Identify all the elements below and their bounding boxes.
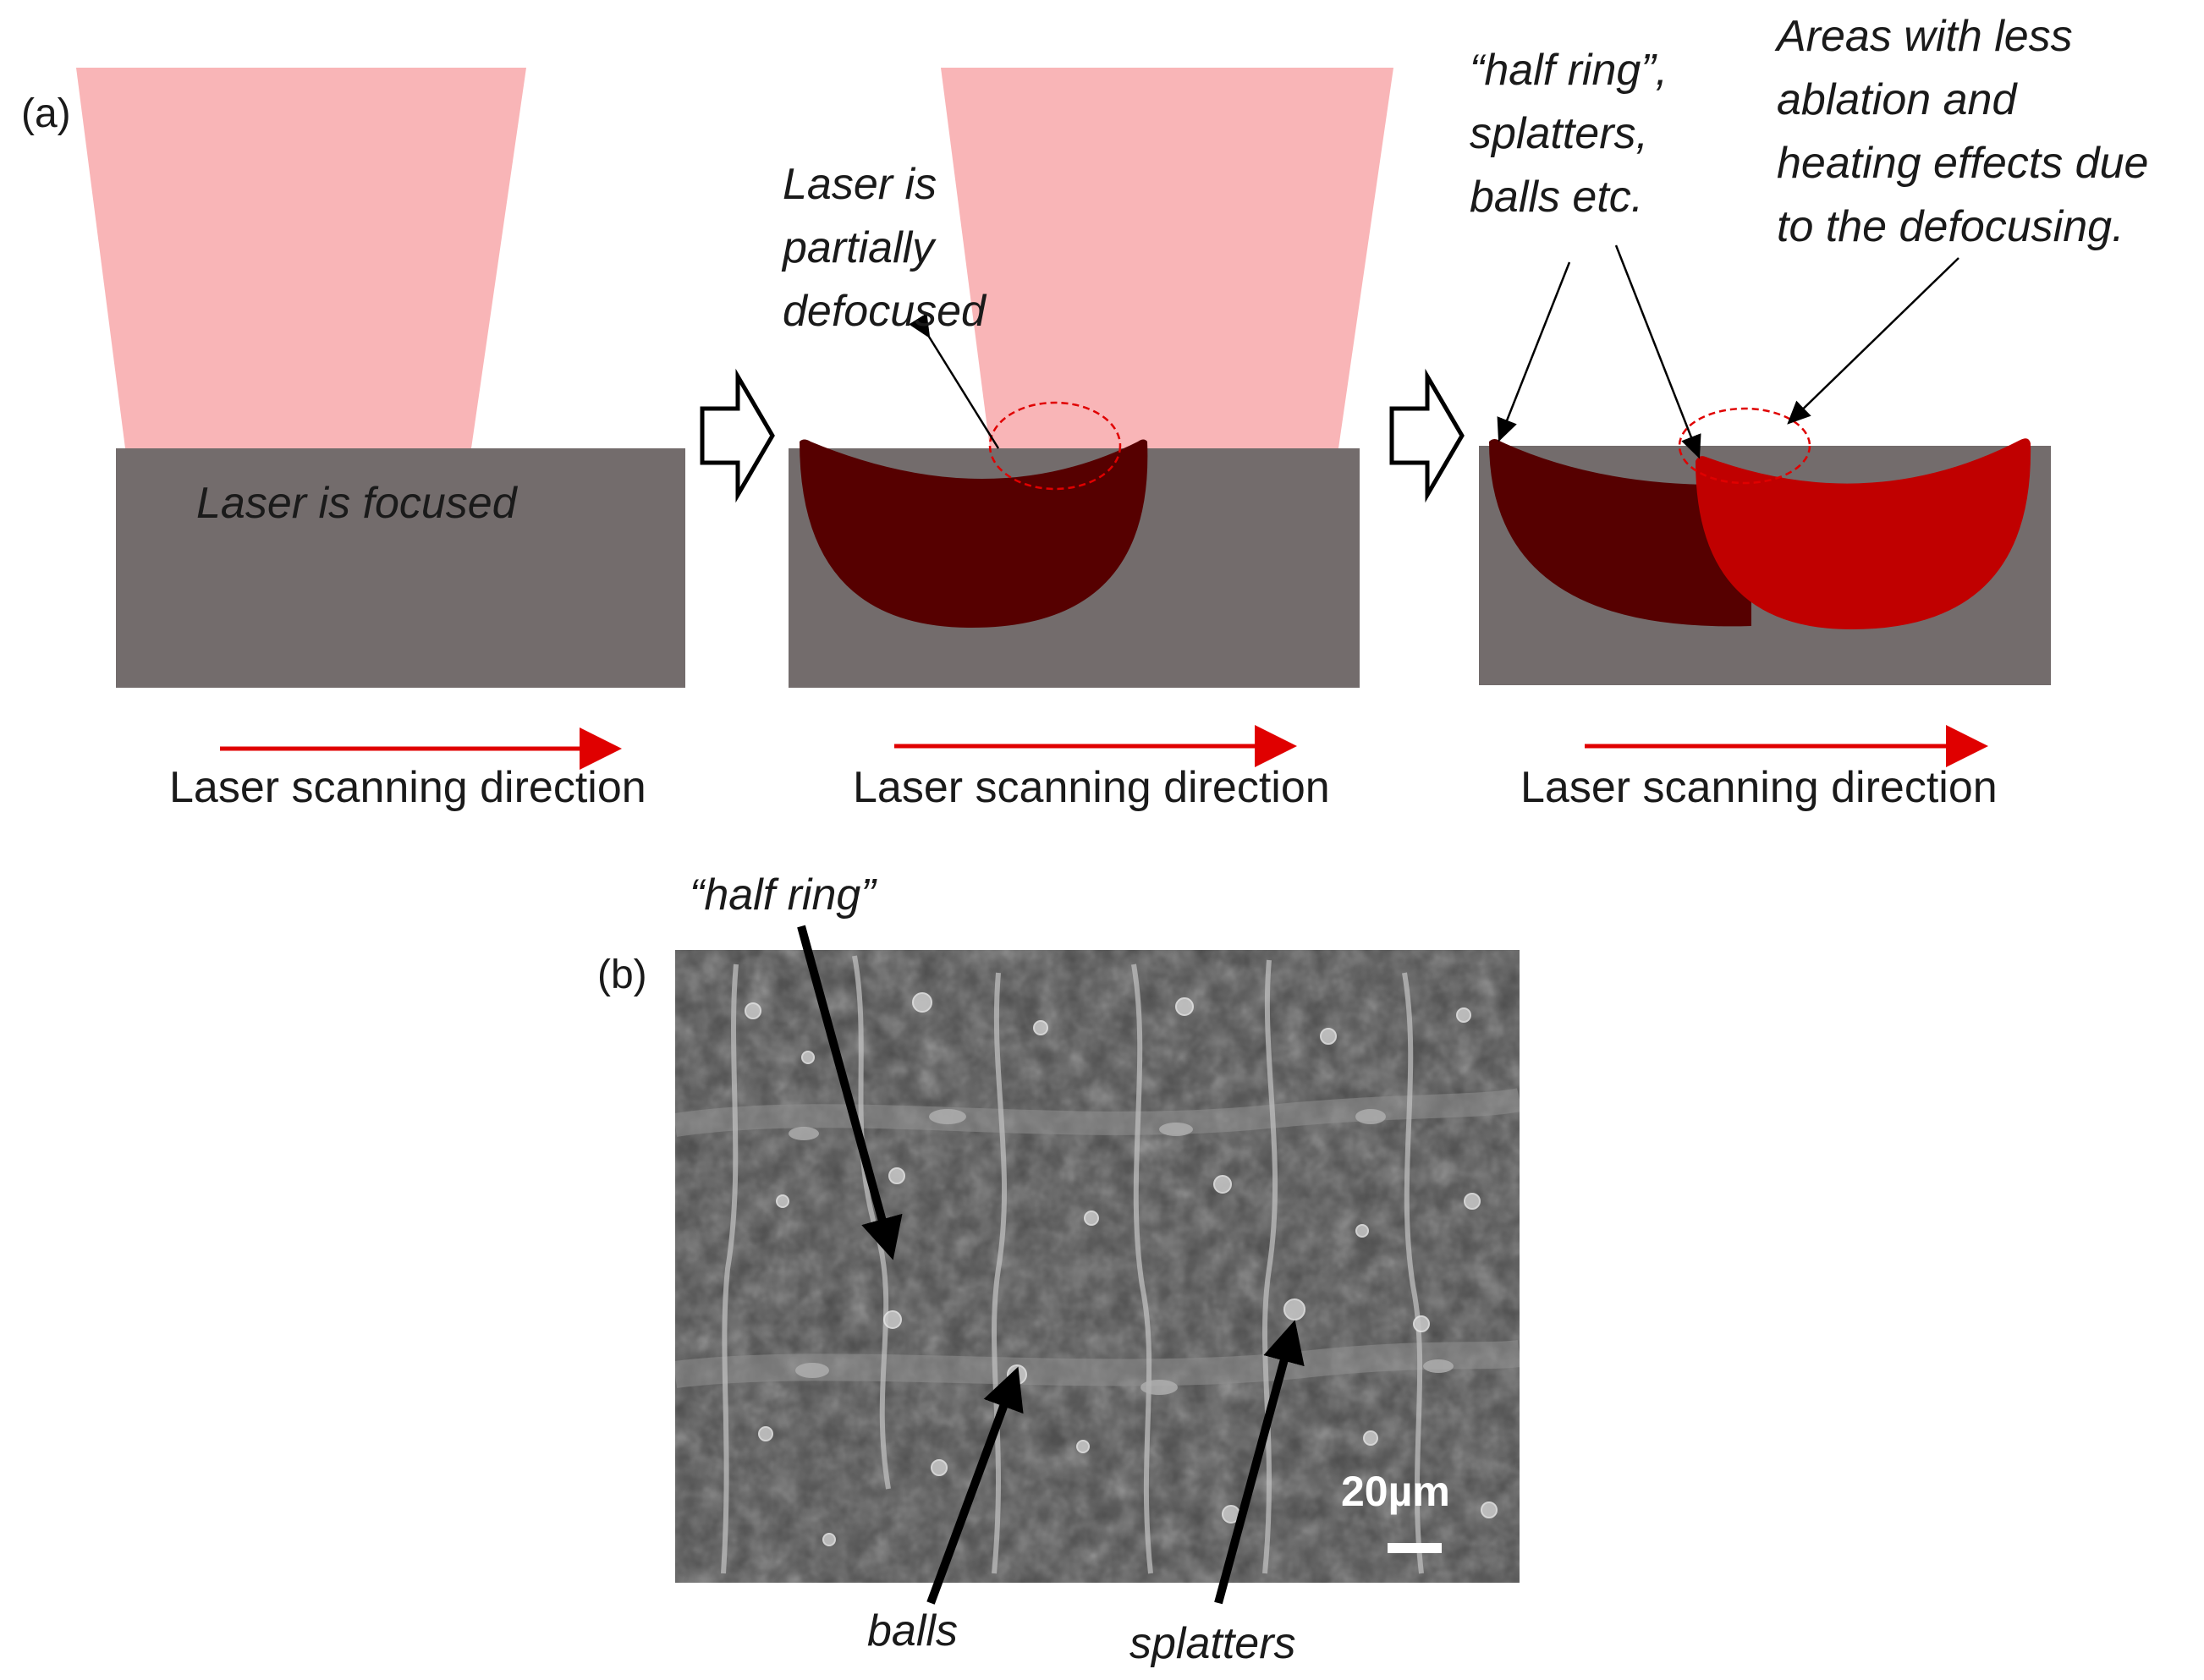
half-ring-label: “half ring”, splatters, balls etc. <box>1470 46 1680 222</box>
step-arrow-1 <box>700 368 775 503</box>
stage-3: “half ring”, splatters, balls etc. Areas… <box>1470 12 2161 685</box>
half-ring-pointer-1 <box>1497 261 1571 442</box>
laser-beam-2 <box>941 68 1393 448</box>
crater-dark-3 <box>1489 439 1751 627</box>
scan-direction-1: Laser scanning direction <box>169 727 646 812</box>
defocus-ellipse-3 <box>1678 407 1811 485</box>
splatters-arrow <box>1214 1320 1305 1605</box>
step-arrow-2 <box>1389 368 1465 503</box>
scan-direction-2: Laser scanning direction <box>853 725 1330 812</box>
half-ring-pointer-2 <box>1614 244 1701 459</box>
panel-a-label: (a) <box>21 91 71 136</box>
scan-direction-3: Laser scanning direction <box>1520 725 1998 812</box>
balls-label: balls <box>867 1606 958 1655</box>
half-ring-sem-arrow <box>797 925 903 1260</box>
sem-image <box>675 950 1520 1583</box>
panel-b-label: (b) <box>597 953 647 997</box>
scan-label-1: Laser scanning direction <box>169 763 646 812</box>
balls-arrow <box>926 1366 1024 1605</box>
scale-bar: 20µm <box>1341 1468 1450 1553</box>
stage-1: Laser is focused <box>76 68 685 688</box>
scale-bar-line <box>1388 1543 1442 1553</box>
areas-label: Areas with less ablation and heating eff… <box>1774 12 2161 251</box>
defocus-ellipse-2 <box>988 401 1122 491</box>
focused-label: Laser is focused <box>196 479 519 528</box>
half-ring-sem-label: “half ring” <box>690 870 877 920</box>
scale-bar-label: 20µm <box>1341 1468 1450 1515</box>
areas-pointer <box>1787 257 1959 425</box>
defocused-label: Laser is partially defocused <box>781 160 987 336</box>
defocus-pointer <box>909 313 1000 449</box>
scan-label-2: Laser scanning direction <box>853 763 1330 812</box>
stage-2: Laser is partially defocused <box>781 68 1393 688</box>
laser-beam-1 <box>76 68 526 448</box>
splatters-label: splatters <box>1129 1619 1296 1668</box>
crater-2 <box>800 439 1148 628</box>
sem-annotations: “half ring” balls splatters <box>690 870 1305 1668</box>
substrate-1 <box>116 448 685 688</box>
crater-red-3 <box>1696 438 2031 629</box>
scan-label-3: Laser scanning direction <box>1520 763 1998 812</box>
